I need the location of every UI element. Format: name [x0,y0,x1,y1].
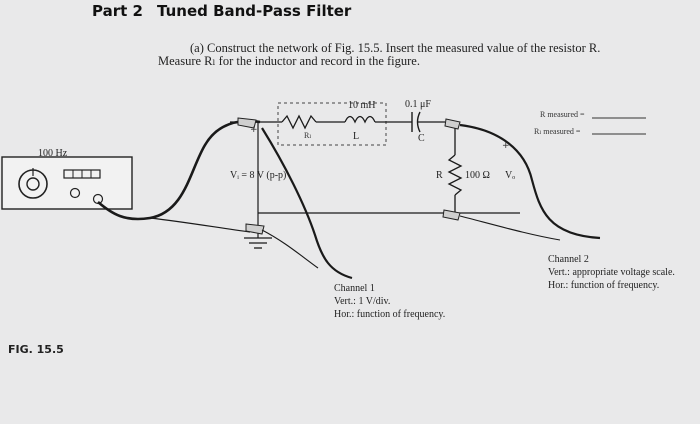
channel1-vert: Vert.: 1 V/div. [334,296,391,307]
inductor-symbol: L [353,131,360,142]
instruction-line-2: Measure Rₗ for the inductor and record i… [158,54,420,68]
output-voltage-label: Vₒ [505,170,516,181]
svg-text:+: + [502,141,510,151]
channel1-title: Channel 1 [334,283,375,294]
function-generator [1,156,133,210]
channel1-hor: Hor.: function of frequency. [334,309,446,320]
capacitor-symbol: C [418,133,425,144]
figure-label: FIG. 15.5 [8,343,64,356]
input-voltage-label: Vᵢ = 8 V (p-p) [230,170,287,181]
inductor-value: 10 mH [348,100,376,111]
channel2-hor: Hor.: function of frequency. [548,280,660,291]
instruction-line-1: (a) Construct the network of Fig. 15.5. … [190,41,601,55]
part-label: Part 2 [92,2,143,20]
resistor-value: 100 Ω [465,170,490,181]
r-measured-label: R measured = [540,110,585,119]
resistor-symbol: R [436,170,443,181]
source-frequency: 100 Hz [38,148,68,159]
rl-measured-label: Rₗ measured = [534,127,581,136]
output-jack-icon [69,187,81,199]
channel2-vert: Vert.: appropriate voltage scale. [548,267,675,278]
svg-text:+: + [250,125,258,135]
capacitor-value: 0.1 μF [405,99,431,110]
channel2-title: Channel 2 [548,254,589,265]
page-title: Tuned Band-Pass Filter [157,2,352,20]
inductor-resistance-symbol: Rₗ [304,131,312,140]
